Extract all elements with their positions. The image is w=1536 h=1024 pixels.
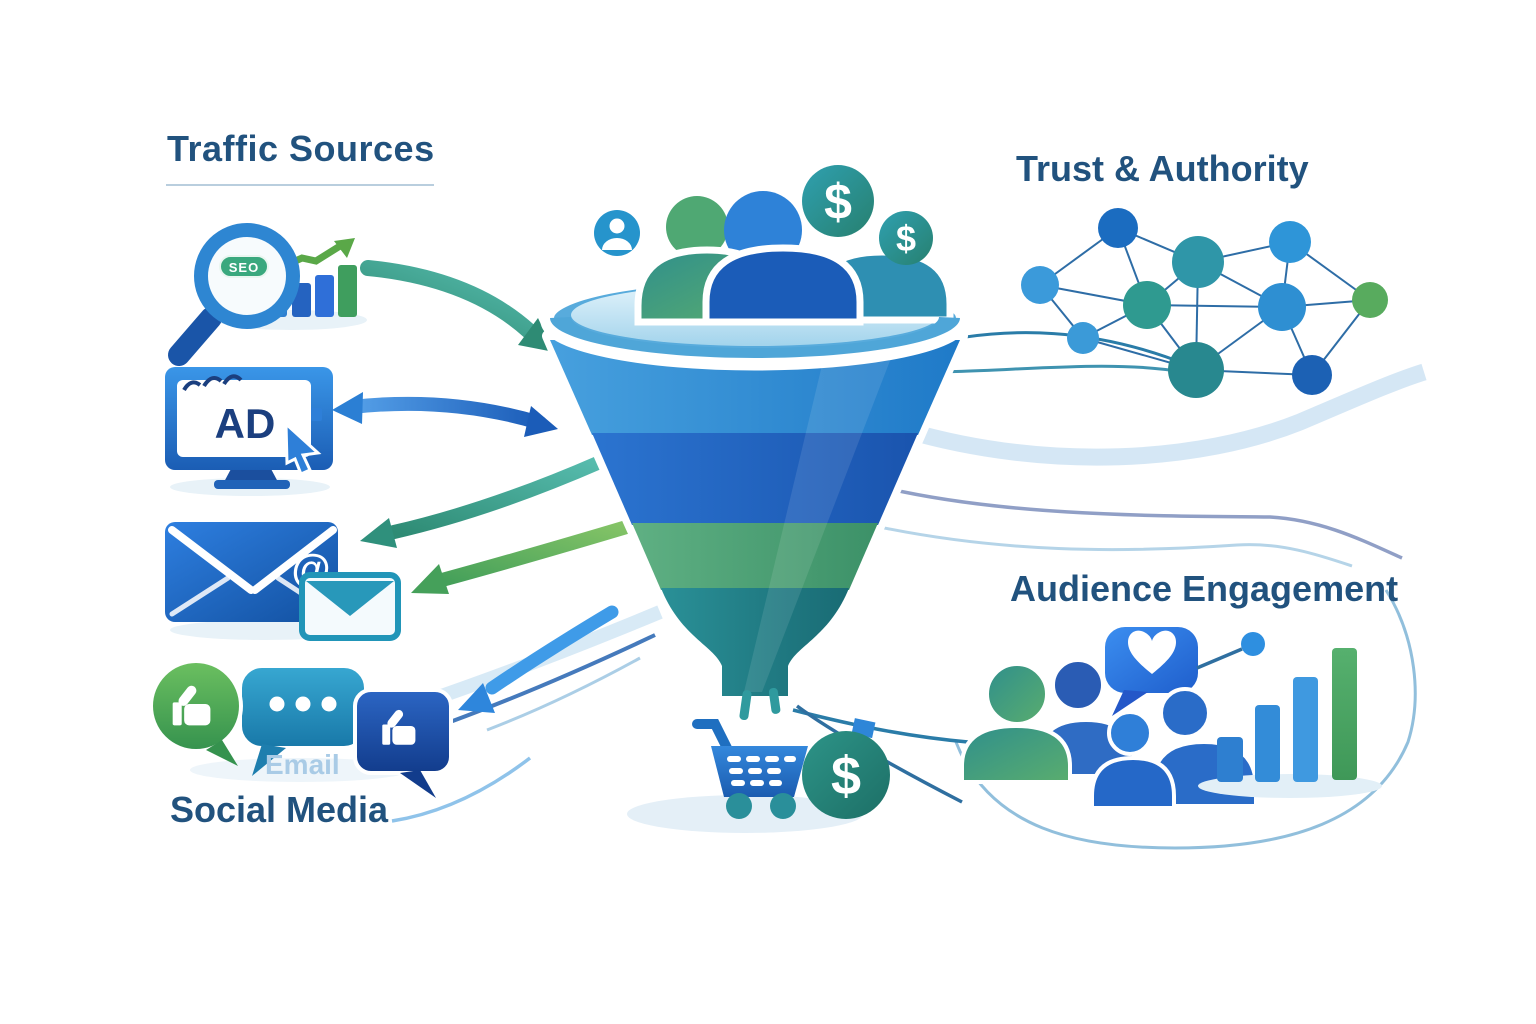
seo-cluster: SEO — [168, 223, 367, 366]
svg-text:$: $ — [831, 746, 861, 806]
thumbs-up-bubble-icon — [149, 659, 243, 766]
arrow-ads-two-way — [332, 392, 558, 437]
traffic-sources-underline — [166, 184, 434, 186]
email-ghost-label: Email — [265, 749, 340, 780]
audience-engagement-group — [960, 627, 1382, 810]
audience-engagement-heading: Audience Engagement — [1010, 568, 1399, 609]
seo-magnifier-icon: SEO — [168, 223, 300, 366]
checkout-zone: $ — [627, 687, 890, 833]
monitor-squiggles — [182, 374, 243, 392]
user-badge-icon — [594, 210, 640, 256]
engagement-bar-chart-icon — [1198, 648, 1382, 798]
thumbs-up-chat-icon — [353, 688, 453, 798]
social-cluster — [149, 659, 453, 798]
funnel-stem — [661, 588, 849, 696]
funnel-band-desire — [632, 523, 878, 590]
network-nodes — [1021, 208, 1388, 398]
swoosh-lines-left — [427, 605, 663, 732]
arrow-teal-to-email — [360, 455, 607, 548]
email-envelope-icon: @ — [165, 522, 338, 622]
svg-text:AD: AD — [215, 400, 276, 447]
audience-group-icon — [960, 658, 1258, 810]
engagement-dot — [1241, 632, 1265, 656]
audience-heads-icon — [634, 191, 954, 326]
email-cluster: @ — [165, 522, 401, 641]
funnel-band-interest — [592, 433, 918, 525]
traffic-sources-heading: Traffic Sources — [167, 128, 435, 169]
dollar-coin-icon: $ $ — [802, 165, 933, 265]
ad-monitor-icon: AD — [165, 367, 333, 496]
arrow-green-to-email — [411, 513, 657, 594]
arrow-seo-to-funnel — [360, 260, 554, 352]
sale-coin-icon: $ — [802, 731, 890, 819]
audience-arc — [954, 589, 1417, 850]
heart-chat-bubble-icon — [1105, 627, 1198, 716]
trust-authority-heading: Trust & Authority — [1016, 148, 1309, 189]
network-graph — [897, 208, 1388, 398]
social-curve — [391, 756, 532, 823]
cursor-icon — [284, 420, 322, 477]
small-envelope-icon — [299, 572, 401, 641]
seo-badge — [219, 255, 269, 278]
social-media-heading: Social Media — [170, 789, 389, 830]
conversion-funnel: $ $ — [540, 165, 970, 703]
shopping-cart-icon — [692, 719, 808, 819]
arrow-blue-to-social — [458, 605, 619, 713]
svg-text:SEO: SEO — [229, 260, 259, 275]
svg-text:$: $ — [896, 218, 916, 259]
svg-text:$: $ — [824, 174, 852, 230]
swoosh-lines-right — [869, 363, 1427, 568]
